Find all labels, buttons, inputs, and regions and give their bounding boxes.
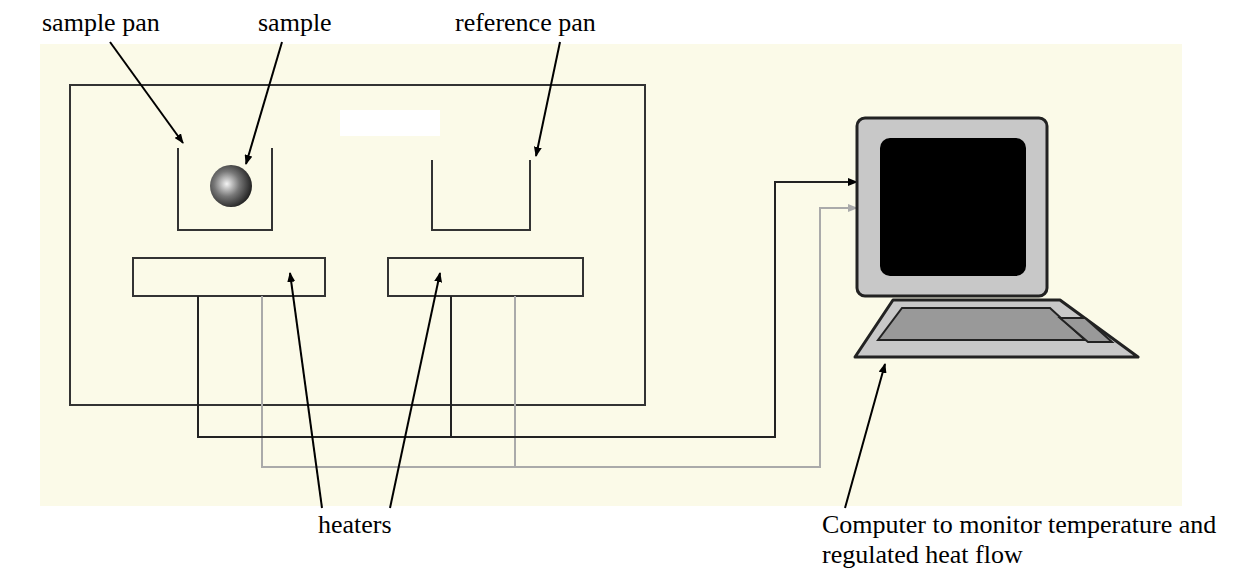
part-label: reference pan xyxy=(455,8,596,38)
part-label: heaters xyxy=(318,510,392,540)
laptop-trackpad xyxy=(1060,318,1112,342)
white-patch xyxy=(340,110,440,136)
leader-line xyxy=(290,273,322,508)
leader-line xyxy=(536,42,560,156)
sample-heater xyxy=(133,258,325,296)
leader-line xyxy=(390,273,440,508)
grey-wire xyxy=(262,208,857,467)
reference-pan xyxy=(432,160,530,230)
laptop-display xyxy=(880,138,1026,276)
leader-line xyxy=(246,42,282,164)
sample-pan xyxy=(178,148,272,230)
part-label: sample xyxy=(258,8,332,38)
housing xyxy=(70,85,645,405)
laptop-screen xyxy=(857,118,1047,296)
part-label: sample pan xyxy=(42,8,160,38)
leader-line xyxy=(110,42,183,143)
laptop-keyboard xyxy=(878,308,1085,340)
grey-wire xyxy=(514,296,516,467)
caption-label: Computer to monitor temperature and regu… xyxy=(822,510,1222,570)
leader-line xyxy=(845,364,885,508)
laptop-base xyxy=(855,300,1138,357)
black-wire xyxy=(198,182,857,437)
sample-sphere xyxy=(210,165,252,207)
reference-heater xyxy=(388,258,583,296)
black-wire xyxy=(450,296,452,437)
background-panel xyxy=(40,44,1182,506)
